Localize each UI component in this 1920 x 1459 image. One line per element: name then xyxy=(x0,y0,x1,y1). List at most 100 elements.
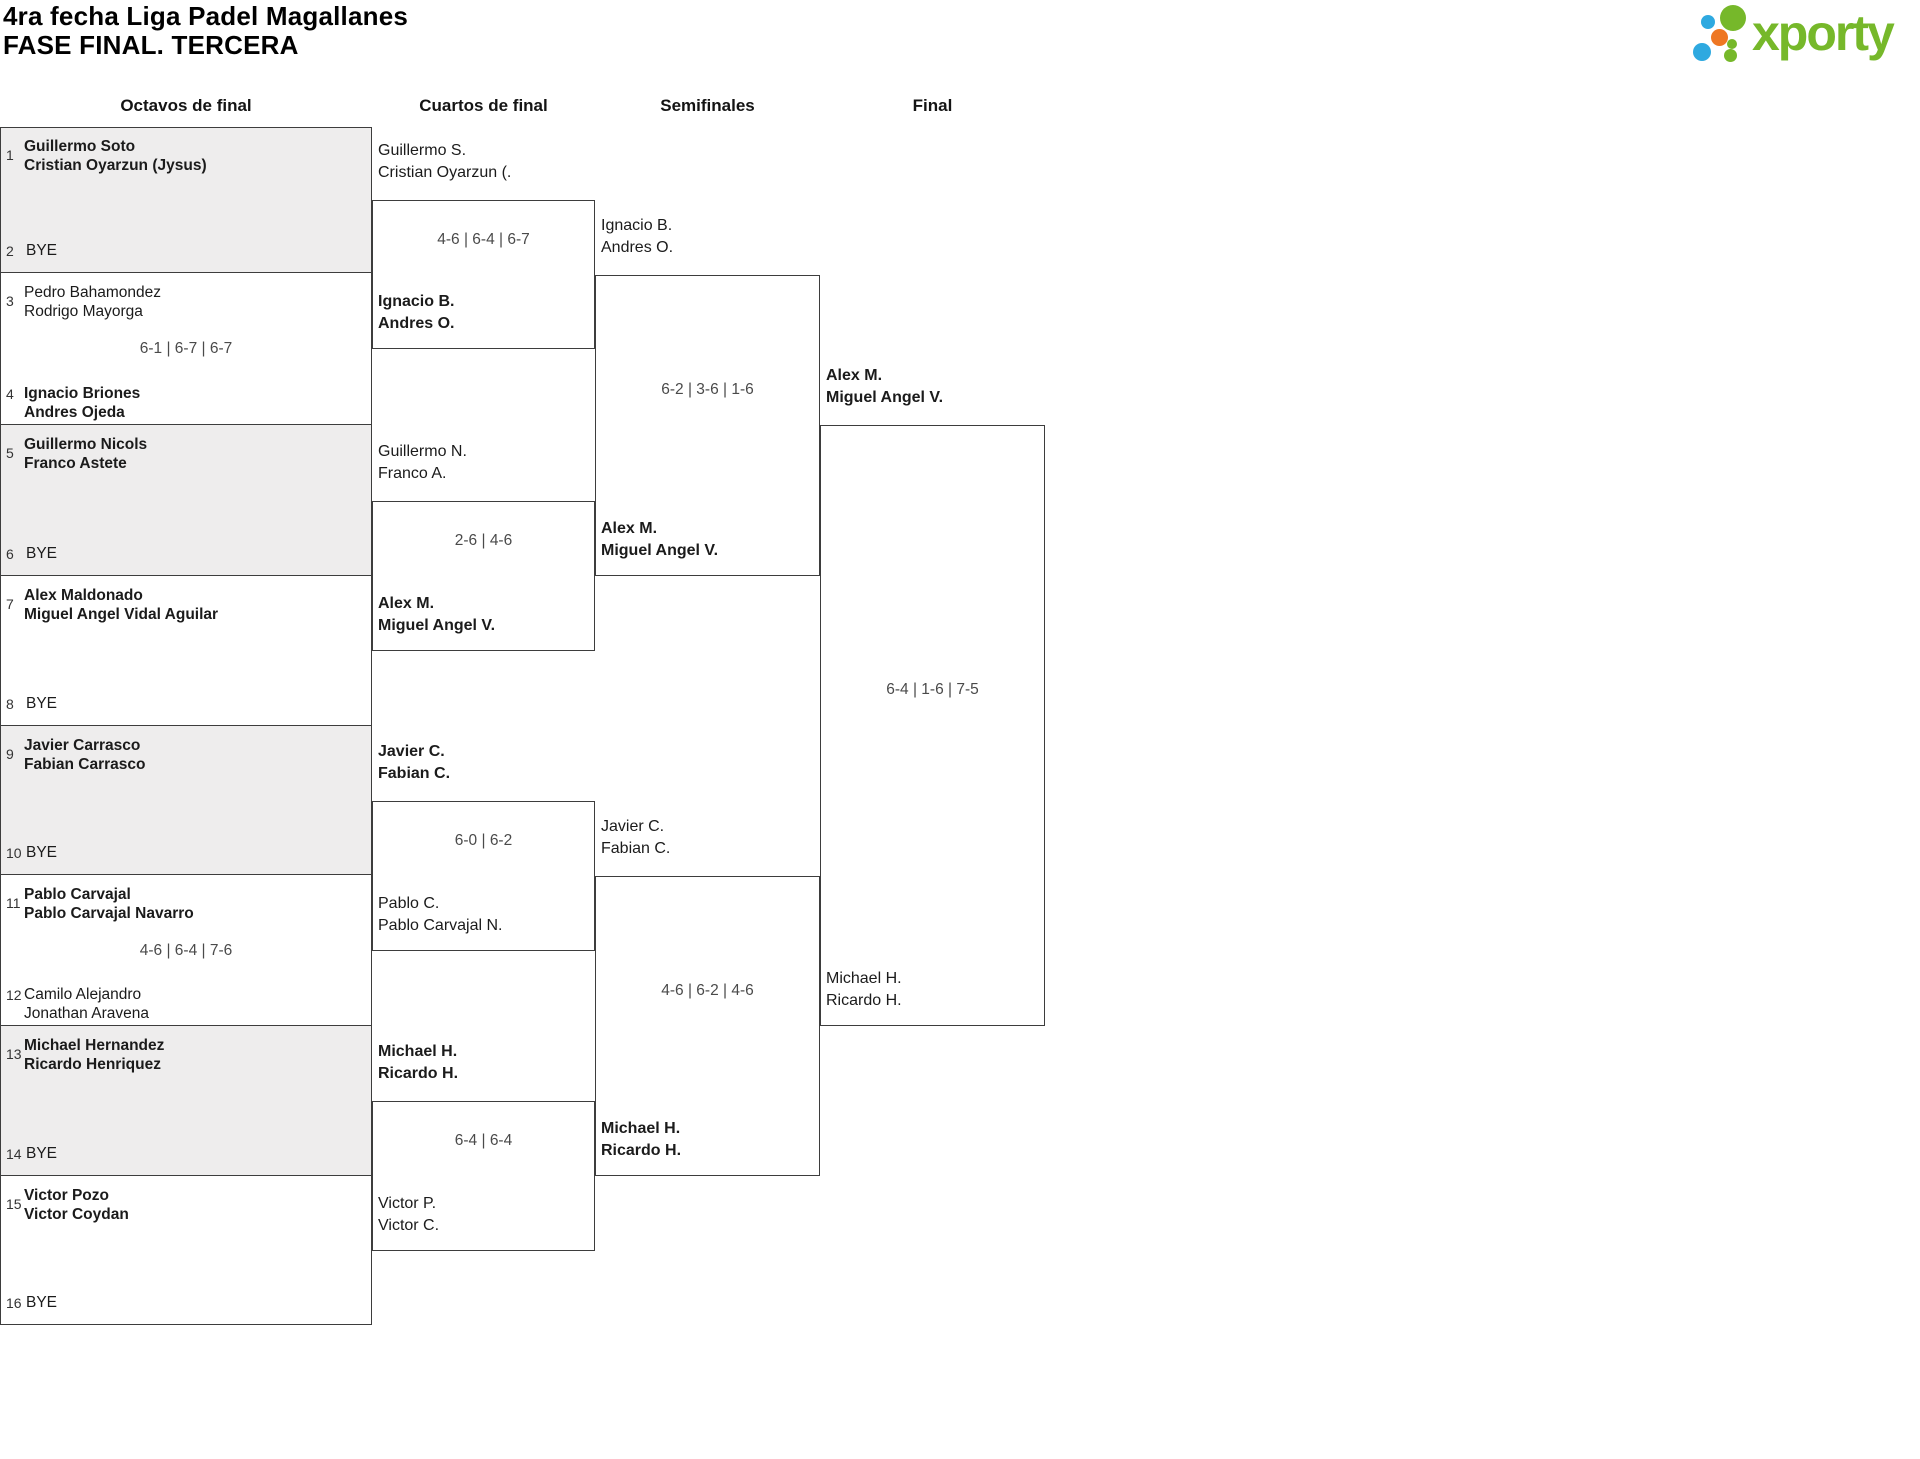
seed-number: 15 xyxy=(6,1196,22,1212)
team-name-line: Franco Astete xyxy=(24,454,127,472)
bye-label: BYE xyxy=(26,844,58,861)
match-box xyxy=(372,200,595,349)
match-box xyxy=(372,1101,595,1251)
team-name-line: Javier C. xyxy=(378,742,445,760)
team-name-line: Pablo C. xyxy=(378,894,440,912)
match-box xyxy=(0,1026,372,1176)
match-box xyxy=(0,726,372,875)
team-name-line: Ricardo H. xyxy=(601,1141,682,1159)
seed-number: 10 xyxy=(6,845,22,861)
team-label: Alex M.Miguel Angel V. xyxy=(378,593,495,637)
team-name-line: Camilo Alejandro xyxy=(24,986,142,1003)
team-label: Alex M. Miguel Angel V. xyxy=(601,518,718,562)
bye-label: BYE xyxy=(26,1145,58,1162)
team-label: Guillermo S.Cristian Oyarzun (. xyxy=(378,140,511,184)
team-name-line: Guillermo Soto xyxy=(24,138,136,155)
seed-number: 11 xyxy=(6,895,21,911)
tournament-title: 4ra fecha Liga Padel Magallanes xyxy=(3,1,409,31)
team-name-line: Andres O. xyxy=(378,315,455,332)
team-name-line: Pedro Bahamondez xyxy=(24,284,162,301)
team-name-line: Pablo Carvajal N. xyxy=(378,916,503,934)
team-label: Michael H. Ricardo H. xyxy=(601,1118,681,1162)
team-name-line: Michael H. xyxy=(601,1119,681,1137)
team-name-line: Michael H. xyxy=(826,969,902,987)
logo-wordmark: xporty xyxy=(1752,5,1895,61)
logo-dot-blue-small xyxy=(1701,15,1715,29)
team-label: Alex M. Miguel Angel V. xyxy=(826,365,943,409)
team-name-line: Ricardo H. xyxy=(378,1065,459,1082)
seed-number: 9 xyxy=(6,746,14,762)
logo-dot-blue-large xyxy=(1693,43,1711,61)
team-name-line: Alex M. xyxy=(826,367,883,385)
match-box xyxy=(595,274,820,576)
team-label: Javier C.Fabian C. xyxy=(601,816,670,860)
seed-number: 12 xyxy=(6,987,22,1003)
team-name-line: Alex M. xyxy=(378,595,435,612)
match-box xyxy=(0,1176,372,1325)
bye-label: BYE xyxy=(26,695,58,712)
logo-dot-green-large xyxy=(1720,5,1746,31)
seed-number: 7 xyxy=(6,596,14,612)
team-name-line: Victor C. xyxy=(378,1216,440,1234)
page-title: 4ra fecha Liga Padel Magallanes FASE FIN… xyxy=(3,2,408,60)
team-label: Pablo C. Pablo Carvajal N. xyxy=(378,893,503,937)
team-name-line: Ignacio B. xyxy=(378,293,455,310)
team-name-line: Victor Pozo xyxy=(24,1187,109,1204)
match-box xyxy=(0,425,372,576)
team-name-line: Victor P. xyxy=(378,1194,437,1212)
team-name-line: Andres Ojeda xyxy=(24,404,125,421)
match-score: 6-1 | 6-7 | 6-7 xyxy=(139,340,233,357)
team-label: Victor P. Victor C. xyxy=(378,1193,439,1237)
team-name-line: Alex M. xyxy=(601,519,658,537)
team-name-line: Rodrigo Mayorga xyxy=(24,302,143,320)
team-name-line: Ignacio B. xyxy=(601,216,673,234)
team-name-line: Ricardo Henriquez xyxy=(24,1055,161,1073)
team-name-line: Guillermo N. xyxy=(378,442,467,460)
logo-dot-orange xyxy=(1711,29,1728,46)
team-name-line: Guillermo S. xyxy=(378,142,467,159)
team-label: Michael H. Ricardo H. xyxy=(826,968,902,1012)
team-name-line: Cristian Oyarzun (Jysus) xyxy=(24,156,207,174)
match-box xyxy=(0,127,372,273)
phase-subtitle: FASE FINAL. TERCERA xyxy=(3,30,299,60)
team-label: Javier C. Fabian C. xyxy=(378,741,450,785)
team-label: Michael H.Ricardo H. xyxy=(378,1041,458,1085)
match-score: 4-6 | 6-2 | 4-6 xyxy=(661,981,754,999)
team-name-line: Fabian C. xyxy=(601,839,671,857)
match-box xyxy=(372,500,595,651)
team-name-line: Miguel Angel V. xyxy=(826,389,944,407)
team-name-line: Miguel Angel Vidal Aguilar xyxy=(24,605,219,623)
match-box xyxy=(820,425,1045,1026)
team-name-line: Ignacio Briones xyxy=(24,385,141,402)
seed-number: 5 xyxy=(6,445,14,461)
match-box xyxy=(0,875,372,1026)
bye-label: BYE xyxy=(26,1294,58,1311)
match-box xyxy=(0,576,372,726)
team-name-line: Andres O. xyxy=(601,238,674,256)
team-label: Guillermo N.Franco A. xyxy=(378,441,467,485)
match-score: 4-6 | 6-4 | 7-6 xyxy=(139,941,233,959)
team-name-line: Javier Carrasco xyxy=(24,737,141,754)
team-name-line: Guillermo Nicols xyxy=(24,436,148,453)
xporty-logo[interactable]: xporty xyxy=(1690,2,1920,77)
match-score: 6-2 | 3-6 | 1-6 xyxy=(661,381,754,399)
team-name-line: Fabian C. xyxy=(378,764,451,782)
team-name-line: Jonathan Aravena xyxy=(24,1005,149,1022)
seed-number: 2 xyxy=(6,243,14,259)
team-name-line: Fabian Carrasco xyxy=(24,755,146,773)
match-box xyxy=(0,273,372,425)
team-name-line: Ricardo H. xyxy=(826,991,902,1009)
logo-dot-green-tiny xyxy=(1727,39,1737,49)
match-score: 6-0 | 6-2 xyxy=(454,831,513,849)
team-name-line: Miguel Angel V. xyxy=(601,541,719,559)
team-label: Ignacio B. Andres O. xyxy=(601,215,673,259)
match-box xyxy=(595,875,820,1176)
bye-label: BYE xyxy=(26,242,58,259)
seed-number: 6 xyxy=(6,546,14,562)
